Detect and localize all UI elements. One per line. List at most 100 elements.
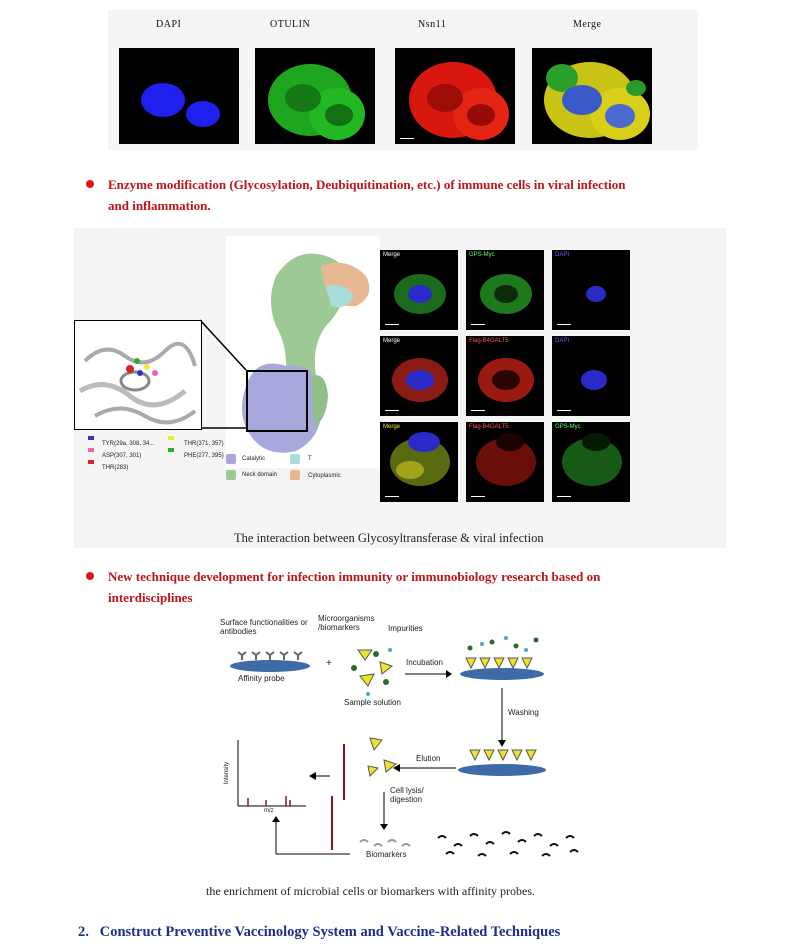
section1-heading-line1: Enzyme modification (Glycosylation, Deub… — [108, 177, 626, 192]
label-nsn11: Nsn11 — [418, 19, 447, 30]
section3-heading: 2. Construct Preventive Vaccinology Syst… — [78, 924, 561, 940]
merge-cells — [544, 62, 650, 140]
label-incubation: Incubation — [406, 658, 443, 667]
grid-r1c1-label: Merge — [383, 252, 401, 258]
legend-t: T — [308, 456, 312, 462]
grid-r1c3: DAPI — [552, 250, 630, 330]
legend-neck: Neck domain — [242, 472, 278, 478]
section2-heading-line1: New technique development for infection … — [108, 569, 601, 584]
grid-r3c2-cells — [476, 433, 536, 486]
grid-r1c2: GPS-Myc — [466, 250, 544, 330]
scale-bar — [471, 409, 485, 411]
section2-caption: the enrichment of microbial cells or bio… — [206, 884, 536, 898]
label-intensity: Intensity — [224, 761, 231, 785]
grid-r3c2: Flag-B4GALT5 — [466, 422, 544, 502]
merge-image — [532, 48, 652, 144]
grid-r1c3-label: DAPI — [555, 252, 570, 258]
grid-r2c2: Flag-B4GALT5 — [466, 336, 544, 416]
grid-r3c3: GPS-Myc — [552, 422, 630, 502]
ribbon-structure — [78, 341, 197, 425]
otulin-image — [255, 48, 375, 144]
catalytic-swatch — [226, 454, 236, 464]
label-dapi: DAPI — [156, 19, 182, 30]
scale-bar — [385, 409, 399, 411]
legend-phe: PHE(277, 395) — [184, 453, 224, 459]
figure-otulin-panels: DAPI OTULIN Nsn11 Merge — [108, 10, 698, 150]
label-impurities: Impurities — [388, 624, 423, 633]
bullet-2 — [86, 572, 94, 580]
legend-green-swatch — [168, 448, 174, 452]
grid-r3c3-label: GPS-Myc — [555, 424, 581, 430]
domain-legend: Catalytic Neck domain T Cytoplasmic — [226, 452, 386, 492]
scale-bar — [385, 495, 399, 497]
grid-r2c1-label: Merge — [383, 338, 401, 344]
zoom-region-box — [246, 370, 308, 432]
legend-thr: THR(283) — [102, 465, 129, 471]
protein-structure — [226, 236, 380, 468]
grid-r3c1-cells — [390, 432, 450, 486]
dapi-nuclei — [141, 83, 220, 127]
legend-thr2: THR(371, 357) — [184, 441, 224, 447]
binding-site-inset — [74, 320, 202, 430]
section2-heading: New technique development for infection … — [108, 566, 728, 608]
section1-heading-line2: and inflammation. — [108, 198, 211, 213]
t-swatch — [290, 454, 300, 464]
label-mz: m/z — [264, 808, 274, 814]
grid-r2c2-cells — [478, 358, 534, 402]
scale-bar — [471, 323, 485, 325]
label-surface: Surface functionalities or antibodies — [220, 618, 308, 636]
legend-pink-swatch — [88, 448, 94, 452]
legend-blue-swatch — [88, 436, 94, 440]
legend-yellow-swatch — [168, 436, 174, 440]
grid-r2c1-cells — [392, 358, 448, 402]
grid-r1c3-cells — [586, 286, 606, 302]
nsn11-image — [395, 48, 515, 144]
grid-r1c2-cells — [480, 274, 532, 314]
label-cell-lysis: Cell lysis/ digestion — [390, 786, 424, 804]
scale-bar — [400, 137, 414, 139]
legend-cytoplasmic: Cytoplasmic — [308, 473, 341, 479]
grid-r3c1: Merge — [380, 422, 458, 502]
section1-heading: Enzyme modification (Glycosylation, Deub… — [108, 174, 728, 216]
label-affinity-probe: Affinity probe — [238, 674, 285, 683]
grid-r3c2-label: Flag-B4GALT5 — [469, 424, 509, 430]
cyto-swatch — [290, 470, 300, 480]
scale-bar — [471, 495, 485, 497]
legend-red-swatch — [88, 460, 94, 464]
grid-r2c3: DAPI — [552, 336, 630, 416]
section2-heading-line2: interdisciplines — [108, 590, 193, 605]
neck-swatch — [226, 470, 236, 480]
section1-caption: The interaction between Glycosyltransfer… — [234, 531, 544, 545]
legend-tyr: TYR(29a, 308, 34... — [102, 441, 155, 447]
scale-bar — [557, 323, 571, 325]
label-elution: Elution — [416, 754, 441, 763]
label-microorganisms: Microorganisms /biomarkers — [318, 614, 375, 632]
label-otulin: OTULIN — [270, 19, 311, 30]
scale-bar — [557, 495, 571, 497]
grid-r2c2-label: Flag-B4GALT5 — [469, 338, 509, 344]
label-plus: + — [326, 658, 332, 669]
residue-legend: TYR(29a, 308, 34... ASP(307, 301) THR(28… — [86, 433, 326, 473]
affinity-probe-diagram: Surface functionalities or antibodies Af… — [220, 610, 600, 870]
bullet-1 — [86, 180, 94, 188]
figure-glycosyltransferase: TYR(29a, 308, 34... ASP(307, 301) THR(28… — [74, 228, 726, 548]
otulin-cells — [268, 64, 365, 140]
legend-asp: ASP(307, 301) — [102, 453, 142, 459]
grid-r1c1-cells — [394, 274, 446, 314]
legend-catalytic: Catalytic — [242, 456, 266, 462]
grid-r2c1: Merge — [380, 336, 458, 416]
label-biomarkers: Biomarkers — [366, 850, 407, 859]
scale-bar — [385, 323, 399, 325]
grid-r1c2-label: GPS-Myc — [469, 252, 495, 258]
dapi-image — [119, 48, 239, 144]
label-sample-solution: Sample solution — [344, 698, 401, 707]
grid-r2c3-cells — [581, 370, 607, 390]
label-washing: Washing — [508, 708, 539, 717]
grid-r3c1-label: Merge — [383, 424, 401, 430]
grid-r3c3-cells — [562, 433, 622, 486]
label-merge: Merge — [573, 19, 602, 30]
grid-r1c1: Merge — [380, 250, 458, 330]
zoom-connector-lines — [199, 319, 247, 429]
diagram-graphics — [230, 636, 579, 857]
scale-bar — [557, 409, 571, 411]
